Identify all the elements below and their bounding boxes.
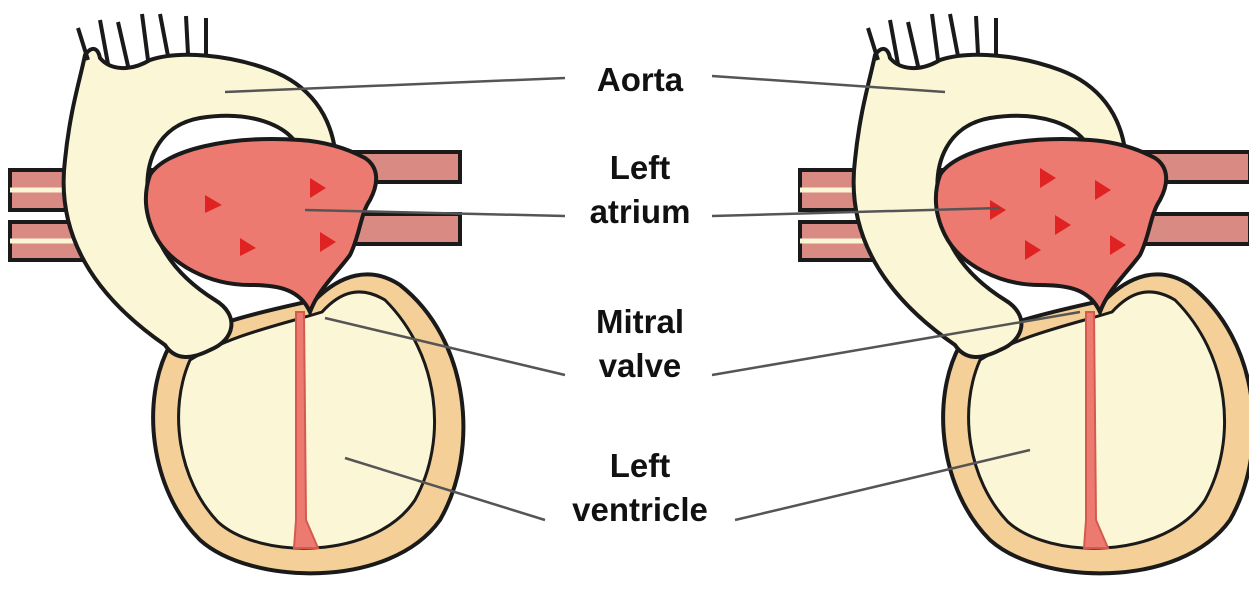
label-left-ventricle-line2: ventricle bbox=[540, 488, 740, 532]
label-aorta: Aorta bbox=[540, 58, 740, 102]
heart-relaxed bbox=[10, 14, 463, 573]
label-left-atrium-line2: atrium bbox=[540, 190, 740, 234]
label-left-ventricle-line1: Left bbox=[540, 444, 740, 488]
label-left-atrium-line1: Left bbox=[540, 146, 740, 190]
label-left-atrium: Left atrium bbox=[540, 146, 740, 234]
label-left-ventricle: Left ventricle bbox=[540, 444, 740, 532]
label-mitral-valve: Mitral valve bbox=[540, 300, 740, 388]
label-mitral-valve-line1: Mitral bbox=[540, 300, 740, 344]
label-mitral-valve-line2: valve bbox=[540, 344, 740, 388]
label-aorta-text: Aorta bbox=[540, 58, 740, 102]
